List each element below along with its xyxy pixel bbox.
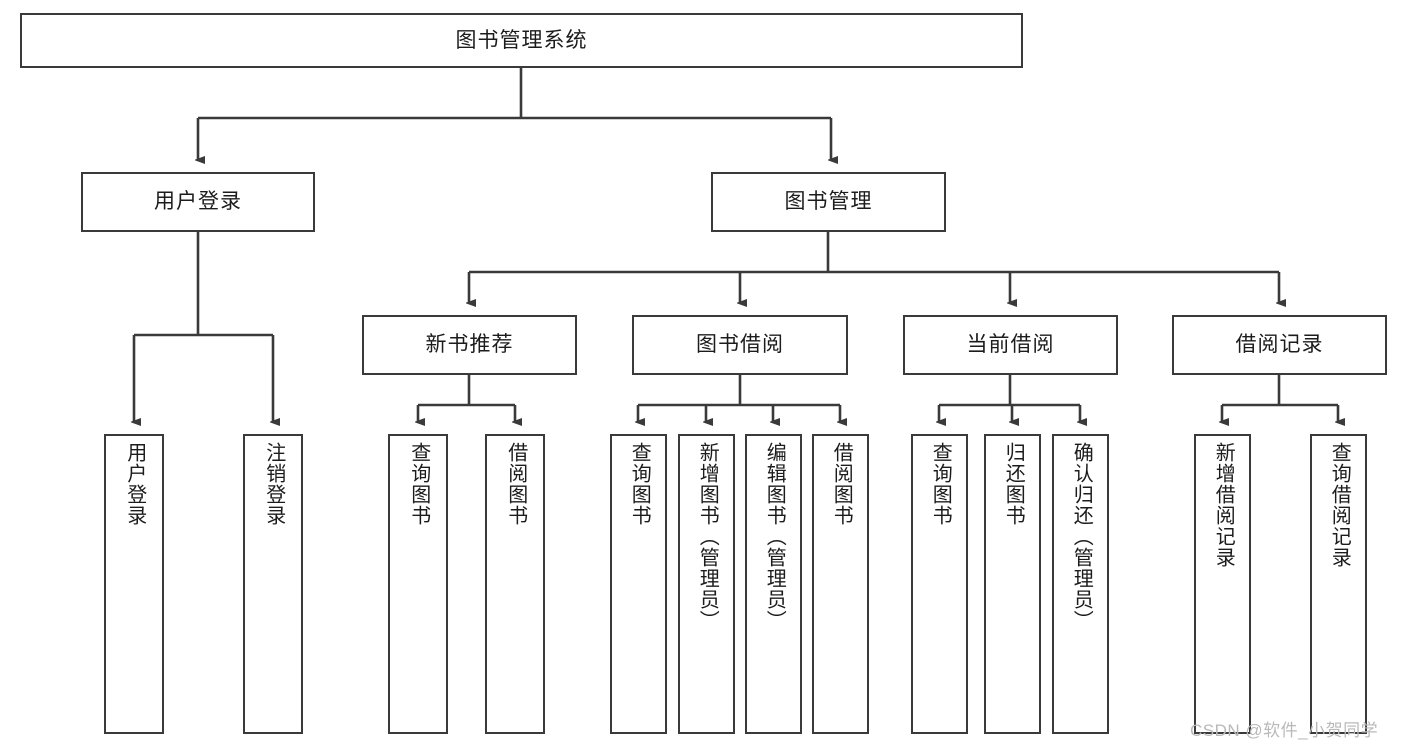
node-book-borrow-label: 图书借阅: [696, 333, 784, 357]
node-current-borrow-label: 当前借阅: [966, 333, 1055, 357]
leaf-borrow-book-rec[interactable]: 借阅图书: [485, 434, 545, 734]
leaf-confirm-return[interactable]: 确认归还（管理员）: [1052, 434, 1109, 734]
node-root-label: 图书管理系统: [455, 28, 588, 52]
leaf-borrow-book-label: 借阅图书: [830, 442, 853, 526]
leaf-borrow-book[interactable]: 借阅图书: [812, 434, 869, 734]
leaf-add-record[interactable]: 新增借阅记录: [1194, 434, 1251, 734]
node-new-book-rec[interactable]: 新书推荐: [362, 315, 577, 375]
leaf-add-record-label: 新增借阅记录: [1212, 442, 1235, 568]
leaf-query-record-label: 查询借阅记录: [1328, 442, 1351, 568]
leaf-borrow-book-rec-label: 借阅图书: [504, 442, 527, 526]
leaf-return-book[interactable]: 归还图书: [984, 434, 1041, 734]
leaf-add-book[interactable]: 新增图书（管理员）: [678, 434, 735, 734]
leaf-user-logout-label: 注销登录: [262, 442, 285, 526]
leaf-edit-book-label: 编辑图书（管理员）: [763, 442, 786, 631]
node-borrow-record-label: 借阅记录: [1235, 333, 1324, 357]
leaf-query-book-cur[interactable]: 查询图书: [911, 434, 968, 734]
node-new-book-rec-label: 新书推荐: [425, 333, 514, 357]
node-user-login-label: 用户登录: [154, 190, 242, 214]
leaf-user-logout[interactable]: 注销登录: [243, 434, 303, 734]
leaf-query-book-label: 查询图书: [628, 442, 651, 526]
leaf-confirm-return-label: 确认归还（管理员）: [1070, 442, 1093, 631]
csdn-watermark: CSDN @软件_小贺同学: [1190, 721, 1379, 740]
node-book-manage-label: 图书管理: [784, 190, 873, 214]
leaf-query-record[interactable]: 查询借阅记录: [1310, 434, 1367, 734]
node-user-login[interactable]: 用户登录: [81, 172, 315, 232]
leaf-query-book-rec-label: 查询图书: [407, 442, 430, 526]
leaf-edit-book[interactable]: 编辑图书（管理员）: [745, 434, 802, 734]
leaf-user-login[interactable]: 用户登录: [104, 434, 164, 734]
leaf-user-login-label: 用户登录: [123, 442, 146, 526]
node-borrow-record[interactable]: 借阅记录: [1172, 315, 1387, 375]
leaf-query-book-cur-label: 查询图书: [929, 442, 952, 526]
leaf-query-book[interactable]: 查询图书: [610, 434, 667, 734]
leaf-query-book-rec[interactable]: 查询图书: [388, 434, 448, 734]
node-current-borrow[interactable]: 当前借阅: [903, 315, 1118, 375]
leaf-return-book-label: 归还图书: [1002, 442, 1025, 526]
node-book-borrow[interactable]: 图书借阅: [632, 315, 848, 375]
node-book-manage[interactable]: 图书管理: [711, 172, 946, 232]
node-root[interactable]: 图书管理系统: [20, 13, 1023, 68]
leaf-add-book-label: 新增图书（管理员）: [696, 442, 719, 631]
